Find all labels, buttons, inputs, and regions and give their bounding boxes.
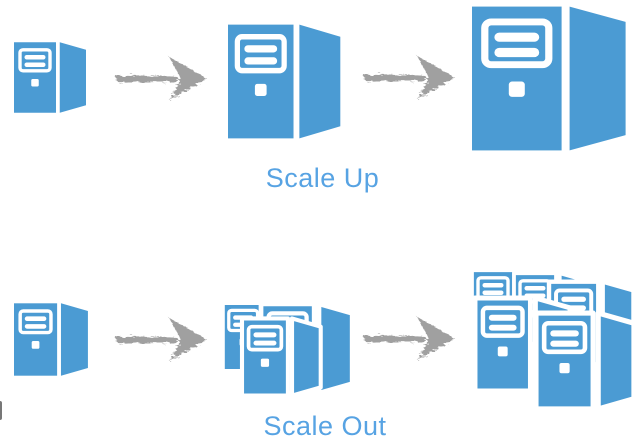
server-cluster-3-icon xyxy=(221,301,352,395)
server-medium-icon xyxy=(228,25,340,139)
cluster-server-icon xyxy=(536,313,634,409)
arrow-right-icon xyxy=(116,318,207,362)
arrow-right-icon xyxy=(116,57,207,101)
cropped-glyph-left-edge xyxy=(0,401,2,420)
scale-up-row xyxy=(12,7,626,151)
scale-out-row xyxy=(12,268,634,409)
arrow-right-icon xyxy=(364,56,455,100)
scale-out-label: Scale Out xyxy=(263,411,387,441)
server-large-icon xyxy=(472,7,626,151)
server-cluster-5-icon xyxy=(470,268,634,409)
server-small-icon xyxy=(12,301,90,378)
cluster-server-icon xyxy=(242,318,321,395)
arrow-right-icon xyxy=(364,317,455,361)
server-small-icon xyxy=(12,40,88,115)
scale-up-label: Scale Up xyxy=(265,163,380,193)
